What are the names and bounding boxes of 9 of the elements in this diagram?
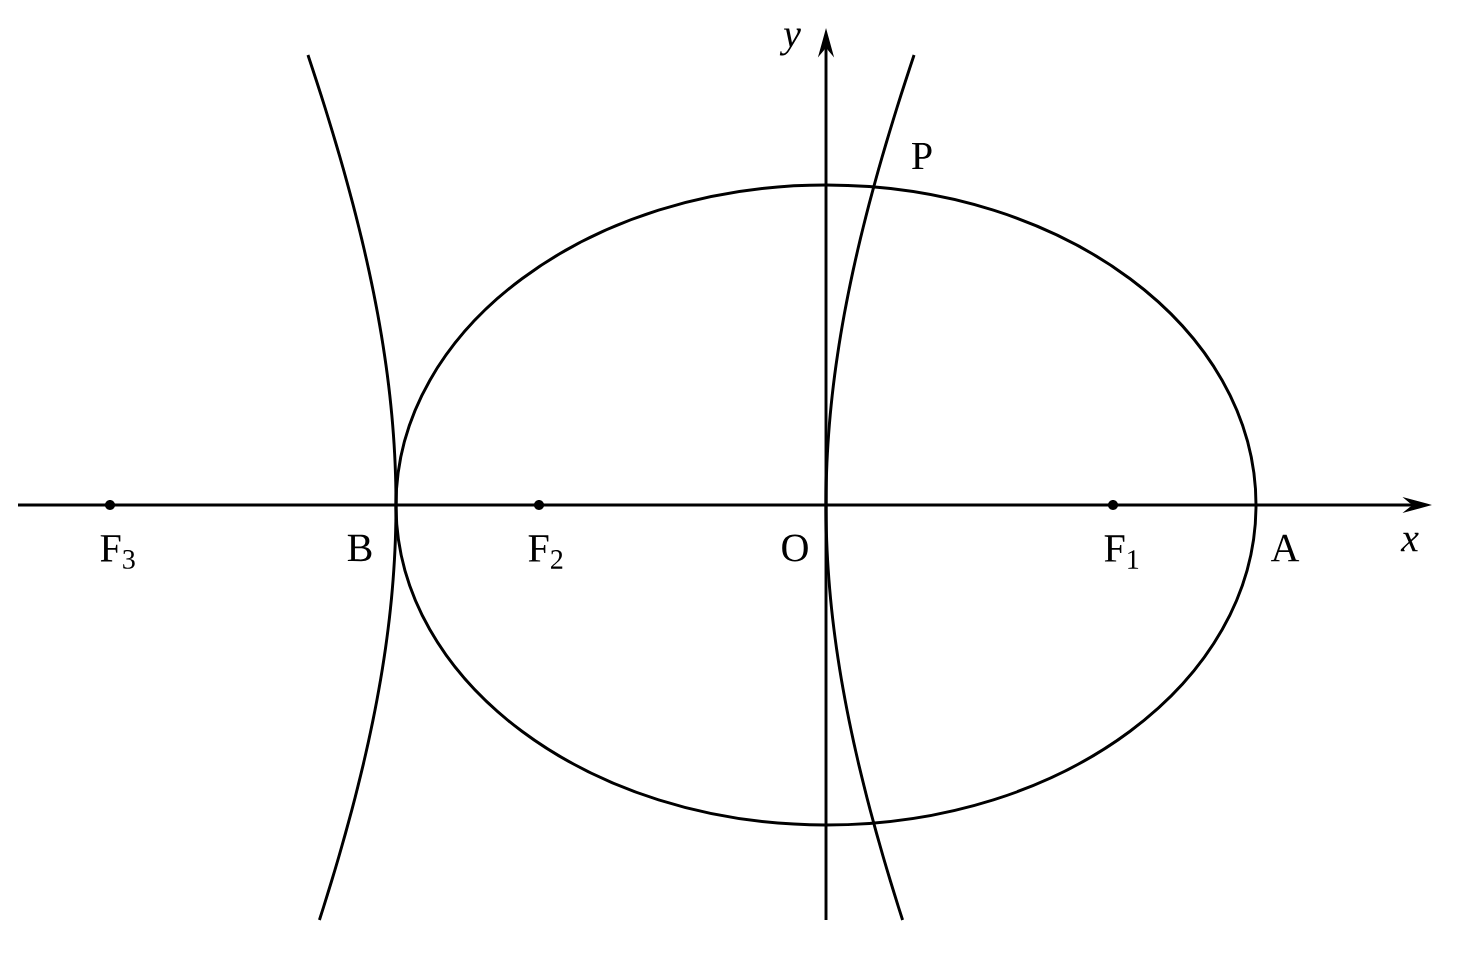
axis-label: x — [1400, 532, 1419, 552]
point-label: P — [912, 142, 932, 170]
point-label: F$_{3}$ — [100, 535, 135, 569]
point-label: O — [782, 534, 808, 562]
point-label: F$_{2}$ — [528, 535, 563, 569]
point-label: F$_{1}$ — [1104, 535, 1139, 569]
point-label: B — [347, 534, 372, 562]
axis-label: y — [779, 28, 801, 56]
point-label: A — [1270, 534, 1300, 562]
